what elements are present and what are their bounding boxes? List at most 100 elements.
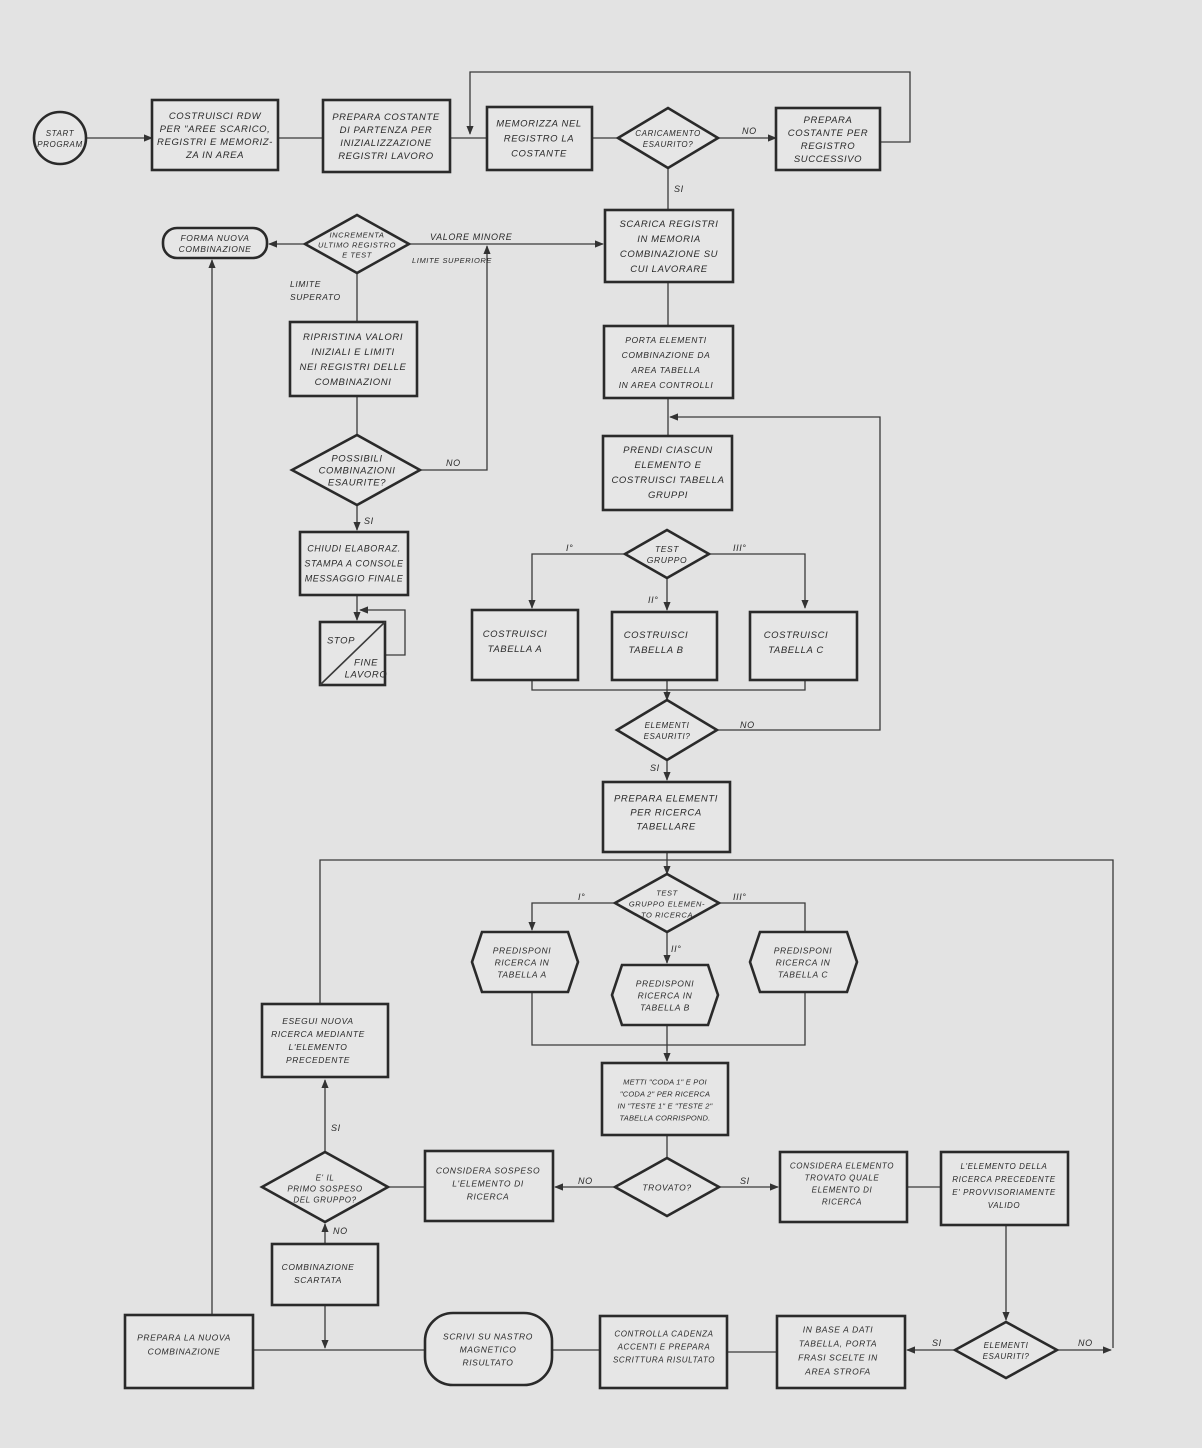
text-line: STOP [327, 636, 355, 647]
text-line: E' IL [316, 1174, 335, 1183]
text-line: RICERCA [467, 1192, 509, 1202]
text-line: PREDISPONI [774, 946, 832, 956]
process-box [270, 1242, 380, 1307]
text-line: FINE [354, 658, 378, 669]
text-line: GRUPPI [648, 490, 688, 501]
text-line: DEL GRUPPO? [293, 1196, 356, 1205]
text-line: TO RICERCA [641, 911, 693, 920]
text-line: IN AREA CONTROLLI [619, 380, 714, 390]
text-line: ELEMENTO E [634, 460, 701, 471]
text-line: TEST [656, 889, 678, 898]
text-line: POSSIBILI [331, 454, 382, 465]
text-line: ESAURITI? [644, 732, 691, 741]
connector-loop [359, 606, 406, 656]
text-line: LIMITE [290, 279, 321, 289]
process-box [288, 320, 419, 398]
label-limite-superiore: LIMITE SUPERIORE [412, 256, 492, 265]
process-box [602, 324, 735, 400]
text-line: PRIMO SOSPESO [287, 1185, 362, 1194]
process-box [123, 1313, 255, 1390]
process-box [603, 208, 735, 284]
connector-join [531, 992, 806, 1046]
text-line: ACCENTI E PREPARA [617, 1343, 711, 1352]
process-box [150, 98, 280, 172]
connector-branch-3 [719, 902, 806, 932]
text-line: ESAURITO? [643, 140, 694, 149]
process-box [601, 434, 734, 512]
text-line: ELEMENTO DI [812, 1186, 873, 1195]
decision-diamond [615, 106, 721, 170]
text-line: COSTRUISCI TABELLA [611, 475, 724, 486]
text-line: E TEST [342, 251, 373, 260]
text-line: REGISTRI E MEMORIZ- [157, 137, 273, 148]
label-valore-minore: VALORE MINORE [430, 232, 513, 242]
process-box [321, 98, 452, 174]
text-line: IN BASE A DATI [803, 1325, 873, 1335]
label-no: NO [578, 1176, 593, 1186]
text-line: PER "AREE SCARICO, [160, 124, 271, 135]
text-line: TABELLA B [640, 1003, 690, 1013]
label-branch-2: II° [648, 595, 658, 605]
process-box [598, 1314, 729, 1390]
start-terminal [32, 110, 88, 166]
text-line: PORTA ELEMENTI [625, 335, 706, 345]
text-line: RICERCA IN [638, 991, 693, 1001]
text-line: VALIDO [988, 1201, 1021, 1210]
text-line: IN MEMORIA [637, 234, 701, 245]
text-line: PER RICERCA [630, 808, 702, 819]
terminal-box [161, 226, 269, 260]
label-branch-2: II° [671, 944, 681, 954]
text-line: TABELLA CORRISPOND. [620, 1114, 711, 1123]
text-line: PREDISPONI [636, 979, 694, 989]
text-line: ESAURITE? [328, 478, 386, 489]
decision-diamond [289, 433, 423, 507]
text-line: PREPARA [804, 115, 853, 126]
text-line: TABELLA B [628, 645, 683, 656]
text-line: FRASI SCELTE IN [798, 1353, 878, 1363]
label-si: SI [364, 516, 374, 526]
output-terminal [423, 1311, 554, 1387]
text-line: ZA IN AREA [185, 150, 244, 161]
process-box [774, 106, 882, 172]
label-si: SI [650, 763, 660, 773]
text-line: E' PROVVISORIAMENTE [952, 1188, 1056, 1197]
text-line: COSTRUISCI [483, 629, 548, 640]
text-line: AREA TABELLA [630, 365, 700, 375]
text-line: ULTIMO REGISTRO [318, 241, 396, 250]
text-line: CONSIDERA SOSPESO [436, 1166, 540, 1176]
text-line: TABELLA C [778, 970, 829, 980]
text-line: PROGRAM [37, 140, 83, 149]
text-line: ELEMENTI [984, 1341, 1029, 1350]
decision-diamond [614, 698, 720, 762]
text-line: DI PARTENZA PER [340, 125, 433, 136]
label-no: NO [742, 126, 757, 136]
process-box [939, 1150, 1070, 1227]
text-line: COMBINAZIONE DA [622, 350, 711, 360]
text-line: RICERCA [822, 1198, 862, 1207]
text-line: REGISTRO [801, 141, 855, 152]
label-no: NO [1078, 1338, 1093, 1348]
connector-branch-1 [528, 902, 615, 931]
text-line: COMBINAZIONI [315, 377, 392, 388]
text-line: INCREMENTA [329, 231, 384, 240]
text-line: RICERCA IN [776, 958, 831, 968]
process-box [600, 1061, 730, 1137]
text-line: GRUPPO ELEMEN- [629, 900, 705, 909]
text-line: SCARICA REGISTRI [620, 219, 719, 230]
primo-sospeso-text: E' IL PRIMO SOSPESO DEL GRUPPO? [287, 1174, 362, 1205]
text-line: TABELLA C [768, 645, 824, 656]
text-line: COSTANTE PER [788, 128, 868, 139]
text-line: TABELLA A [497, 970, 547, 980]
